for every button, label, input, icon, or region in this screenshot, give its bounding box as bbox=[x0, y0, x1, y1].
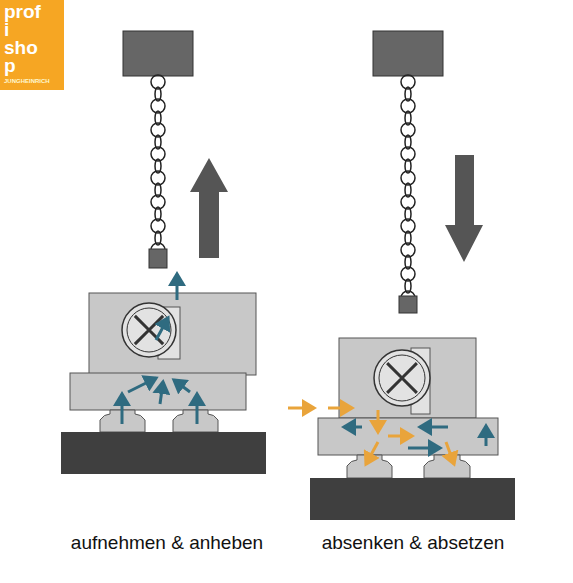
caption-label: aufnehmen & anheben bbox=[71, 532, 263, 554]
logo-box: profi shopJUNGHEINRICH bbox=[0, 0, 64, 90]
brand-text: JUNGHEINRICH bbox=[4, 77, 60, 85]
logo-text: profi shop bbox=[4, 3, 44, 75]
caption-label: absenken & absetzen bbox=[322, 532, 505, 554]
